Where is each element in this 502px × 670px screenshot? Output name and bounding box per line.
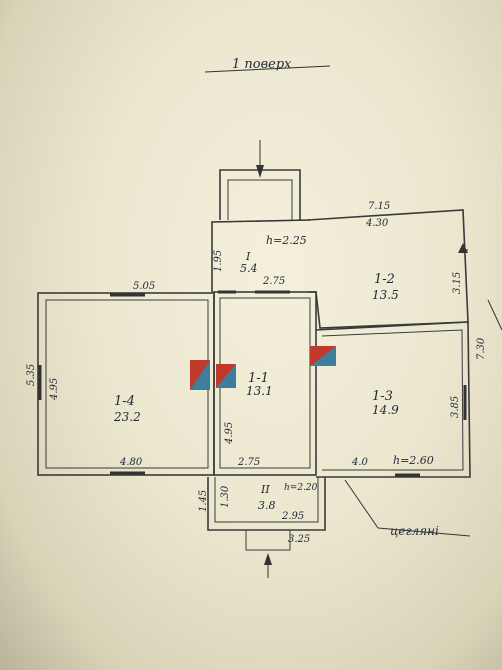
dim-1-95: 1.95 [213,250,224,272]
dim-7-30: 7.30 [476,337,487,360]
room-1-4-id: 1-4 [114,394,135,409]
room-1-1-id: 1-1 [248,371,269,386]
room-1-3-height: h=2.60 [393,454,434,467]
dim-3-85: 3.85 [450,396,461,418]
entry-arrowhead-bottom [264,553,272,565]
dim-2-95: 2.95 [281,511,304,522]
dim-5-35: 5.35 [26,364,37,386]
room-I [211,219,311,292]
room-1-2-area: 13.5 [372,288,399,302]
dim-4-95-left: 4.95 [49,378,60,401]
room-1-3-area: 14.9 [372,403,399,417]
porch-top [219,140,301,220]
dim-3-15: 3.15 [452,272,463,294]
dim-2-75-bottom: 2.75 [237,457,260,468]
title-underline [204,65,331,73]
stove-right [310,346,336,366]
porch-bottom [207,477,326,578]
room-II-height: h=2.20 [284,483,318,493]
dim-5-05: 5.05 [133,281,155,292]
room-1-3-id: 1-3 [372,389,393,404]
room-I-area: 5.4 [240,262,258,275]
dim-4-80: 4.80 [119,457,143,468]
dim-4-0: 4.0 [351,457,369,468]
dim-1-30: 1.30 [220,485,231,508]
dim-4-95-mid: 4.95 [224,422,235,445]
material-note: цегляні [390,524,439,538]
dim-1-45: 1.45 [198,490,209,512]
room-1-3-walls [315,321,471,478]
entry-arrowhead-top [256,165,264,178]
note-leader [344,479,379,529]
dim-2-75-top: 2.75 [262,276,285,287]
room-II-id: II [260,483,270,496]
room-II-area: 3.8 [258,499,276,512]
stove-left [190,360,236,390]
window-marker [458,243,468,253]
room-I-height: h=2.25 [266,234,307,247]
dim-3-25: 3.25 [288,534,310,545]
dim-4-30: 4.30 [365,218,389,229]
dim-7-15: 7.15 [368,201,390,212]
windows [38,290,467,477]
room-1-4-walls [37,292,215,476]
room-1-1-area: 13.1 [246,384,273,398]
room-I-id: I [245,250,251,263]
room-1-2-id: 1-2 [374,272,395,287]
room-1-4-area: 23.2 [113,410,141,424]
